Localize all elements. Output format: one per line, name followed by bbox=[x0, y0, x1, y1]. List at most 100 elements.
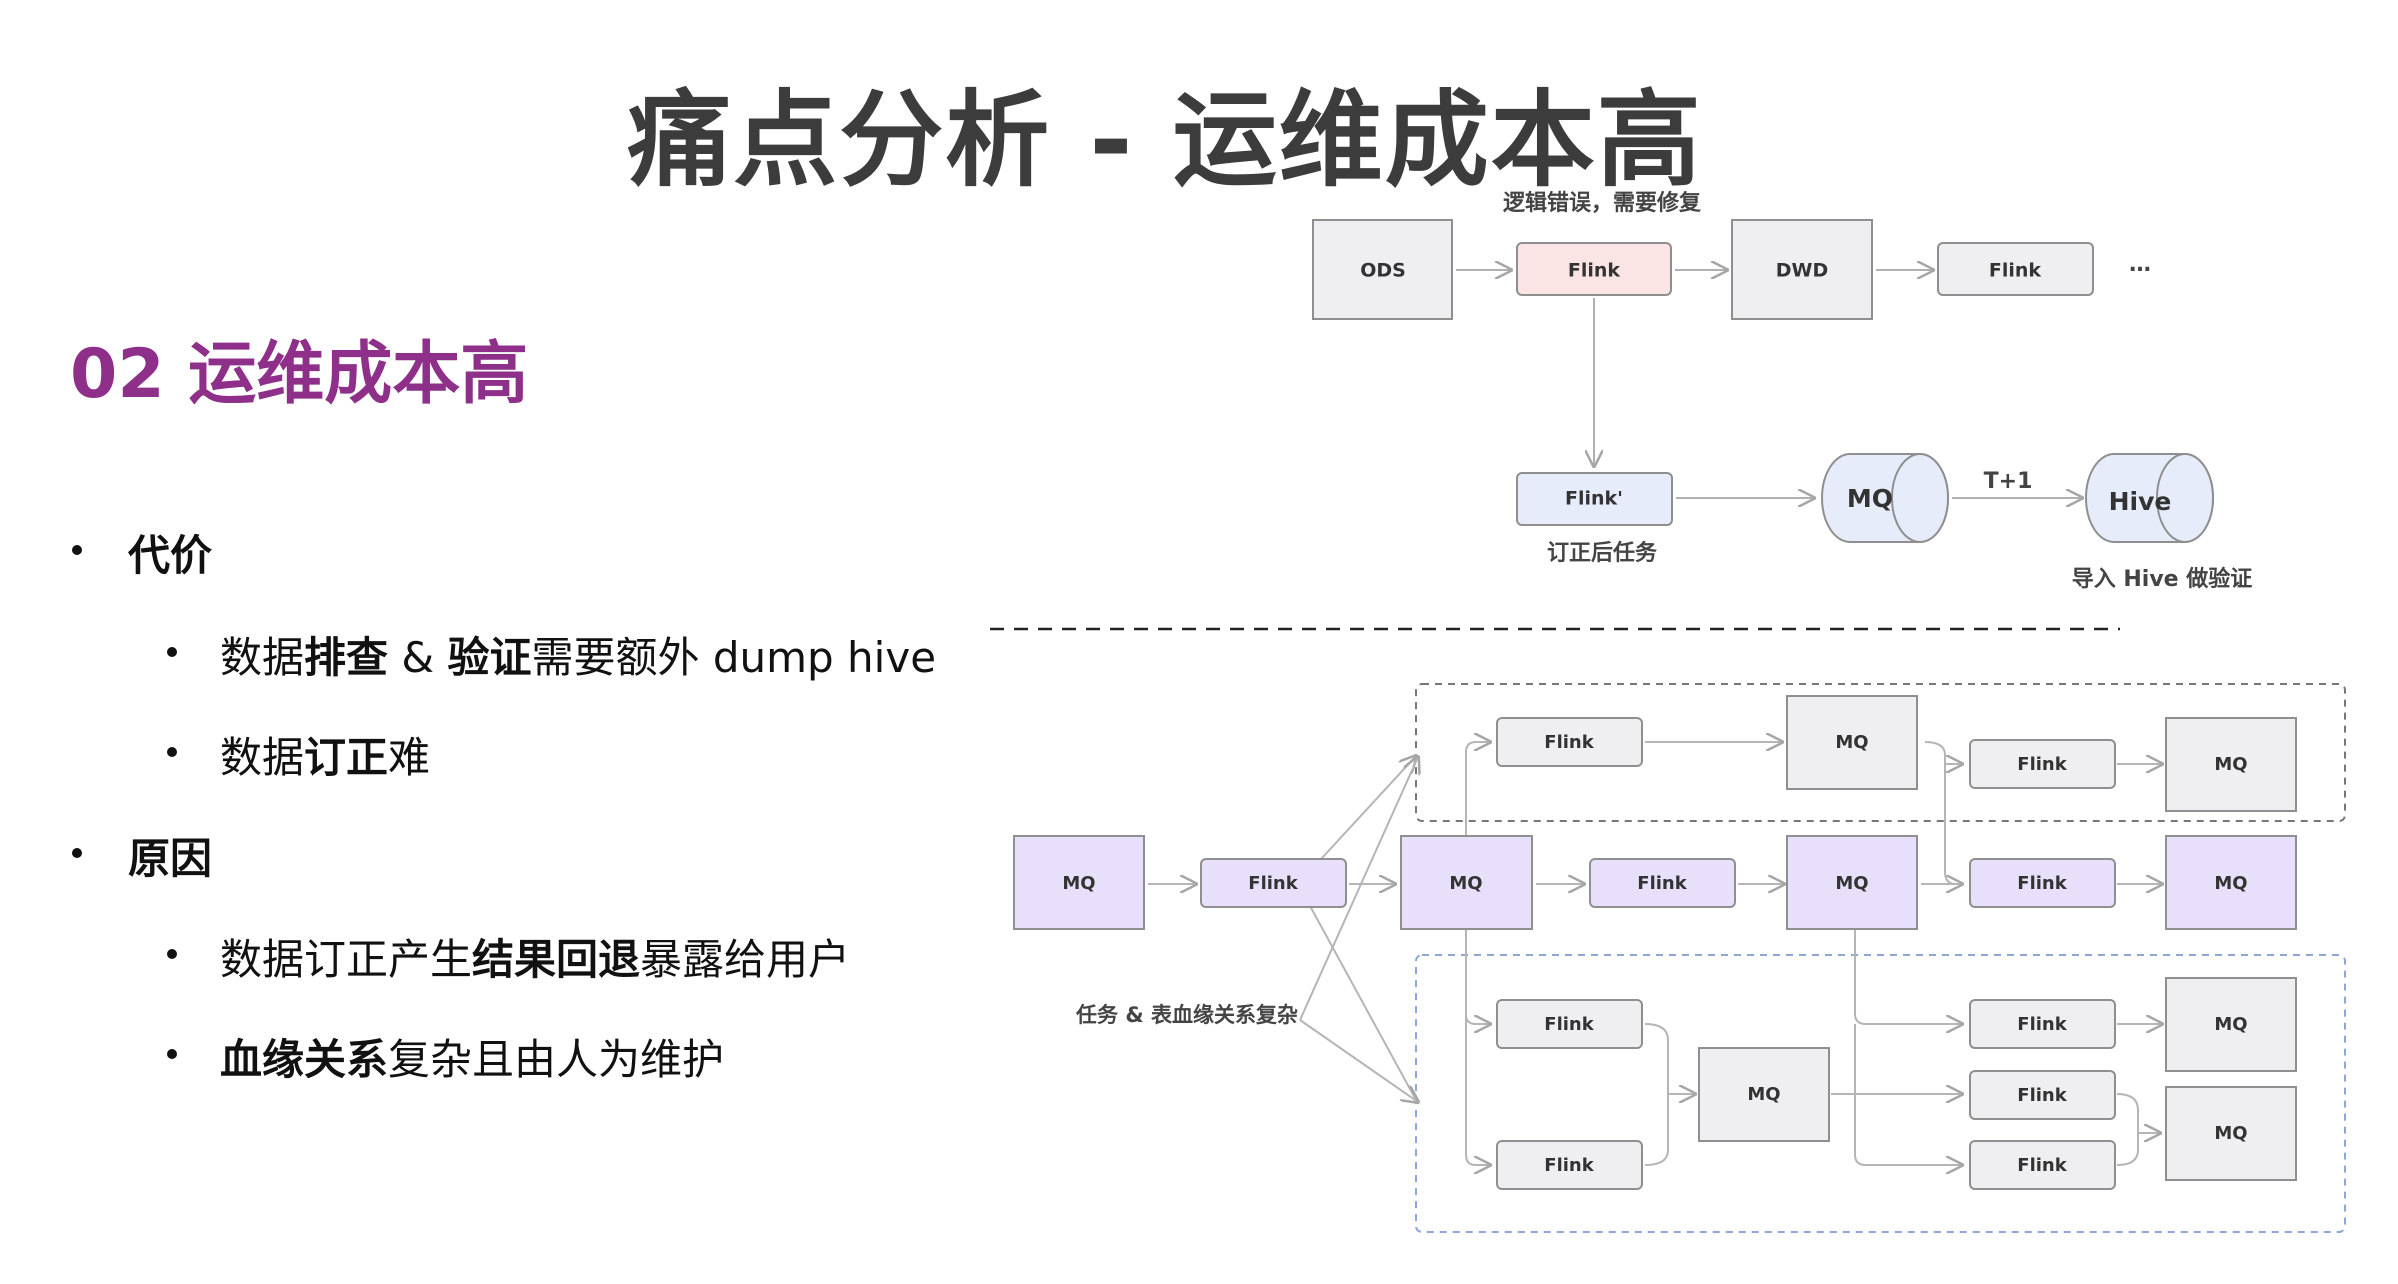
mq-cylinder bbox=[1821, 453, 1949, 543]
dwd-box bbox=[1731, 219, 1873, 320]
bullet-bold: 验证 bbox=[447, 633, 532, 682]
bullet-bold: 血缘关系 bbox=[220, 1035, 389, 1084]
bullet-cost: 代价 bbox=[72, 522, 213, 583]
flink-label: Flink bbox=[1637, 873, 1687, 894]
flink-box bbox=[1969, 999, 2116, 1049]
group-frame-bottom bbox=[1415, 954, 2346, 1233]
top-labels: ODS Flink DWD Flink Flink' MQ Hive bbox=[1360, 260, 2171, 517]
flink-label: Flink bbox=[2017, 1085, 2067, 1106]
bullet-text: & bbox=[388, 633, 448, 682]
bullet-text: 数据 bbox=[220, 633, 305, 682]
bullet-cost-2: 数据订正难 bbox=[167, 724, 431, 785]
flink-label: Flink bbox=[1544, 732, 1594, 753]
mq-label: MQ bbox=[1835, 732, 1868, 753]
ods-box bbox=[1312, 219, 1453, 320]
error-caption: 逻辑错误，需要修复 bbox=[1503, 190, 1702, 216]
bullet-text: 数据 bbox=[220, 733, 305, 782]
top-connectors bbox=[1456, 270, 2082, 498]
mq-label: MQ bbox=[2214, 873, 2247, 894]
arrow bbox=[1299, 757, 1418, 1021]
top-captions: 逻辑错误，需要修复 … 订正后任务 T+1 导入 Hive 做验证 bbox=[1503, 190, 2252, 592]
mq-label: MQ bbox=[1747, 1084, 1780, 1105]
flink-label: Flink bbox=[1544, 1014, 1594, 1035]
flink-label: Flink bbox=[1568, 260, 1621, 282]
bullet-dot bbox=[167, 1049, 177, 1059]
bullet-cost-heading: 代价 bbox=[128, 531, 213, 580]
flink-label: Flink bbox=[2017, 873, 2067, 894]
hive-cylinder bbox=[2085, 453, 2214, 543]
bullet-text: 难 bbox=[388, 733, 431, 782]
mq-box bbox=[1013, 835, 1145, 930]
mq-box bbox=[2165, 1086, 2297, 1181]
arrow bbox=[1297, 883, 1417, 1101]
bullet-bold: 订正 bbox=[304, 733, 389, 782]
section-title: 02 运维成本高 bbox=[70, 335, 529, 414]
mq-label: MQ bbox=[2214, 754, 2247, 775]
bullet-bold: 结果回退 bbox=[472, 935, 641, 984]
bullet-text: 数据订正产生 bbox=[220, 935, 473, 984]
flink-label: Flink bbox=[2017, 1014, 2067, 1035]
t-plus-1-label: T+1 bbox=[1984, 469, 2033, 494]
group-frame-top bbox=[1415, 683, 2346, 822]
arrow bbox=[1644, 1023, 1695, 1094]
mq-box bbox=[2165, 835, 2297, 930]
bottom-connectors bbox=[1148, 742, 2162, 1165]
mq-label: MQ bbox=[1835, 873, 1868, 894]
bottom-boxes bbox=[1013, 695, 2297, 1190]
bullet-text: 复杂且由人为维护 bbox=[388, 1035, 725, 1084]
flink-label: Flink bbox=[1989, 260, 2042, 282]
bullet-dot bbox=[72, 545, 82, 555]
ellipsis: … bbox=[2129, 252, 2151, 277]
bullet-reason: 原因 bbox=[72, 825, 212, 886]
bullet-dot bbox=[167, 647, 177, 657]
dwd-label: DWD bbox=[1776, 260, 1829, 282]
bullet-text: 需要额外 dump hive bbox=[531, 633, 937, 682]
flink-box bbox=[1969, 858, 2116, 908]
page-title: 痛点分析 - 运维成本高 bbox=[627, 79, 1703, 201]
bullet-bold: 排查 bbox=[304, 633, 389, 682]
flink-box bbox=[1969, 1070, 2116, 1120]
bullet-reason-2: 血缘关系复杂且由人为维护 bbox=[167, 1026, 725, 1087]
flink-box bbox=[1969, 739, 2116, 789]
arrow bbox=[2116, 1093, 2160, 1133]
flink-fixed-box bbox=[1516, 472, 1673, 526]
arrow bbox=[1465, 742, 1490, 836]
ods-label: ODS bbox=[1360, 260, 1406, 282]
mq-box bbox=[2165, 977, 2297, 1072]
mq-box bbox=[1698, 1047, 1830, 1142]
arrow bbox=[1299, 1019, 1418, 1102]
mq-label: MQ bbox=[2214, 1014, 2247, 1035]
mq-label: MQ bbox=[1062, 873, 1095, 894]
flink-box bbox=[1496, 717, 1643, 767]
bullet-cost-1: 数据排查 & 验证需要额外 dump hive bbox=[167, 624, 937, 685]
bullet-reason-1: 数据订正产生结果回退暴露给用户 bbox=[167, 926, 851, 987]
arrow bbox=[1854, 1024, 1962, 1165]
bullet-text: 暴露给用户 bbox=[640, 935, 851, 984]
flink-label: Flink bbox=[2017, 1155, 2067, 1176]
flink-box bbox=[1937, 242, 2094, 296]
bullet-dot bbox=[167, 949, 177, 959]
arrow bbox=[1465, 1015, 1490, 1165]
mq-label: MQ bbox=[1449, 873, 1482, 894]
mq-label: MQ bbox=[1847, 484, 1893, 513]
arrow bbox=[1924, 741, 1962, 764]
flink-box bbox=[1589, 858, 1736, 908]
flink-label: Flink bbox=[1544, 1155, 1594, 1176]
flink-box bbox=[1496, 999, 1643, 1049]
mq-box bbox=[1786, 695, 1918, 790]
mq-label: MQ bbox=[2214, 1123, 2247, 1144]
bottom-labels: MQ Flink MQ Flink MQ Flink MQ Flink MQ F… bbox=[1062, 732, 2247, 1176]
flink-fixed-caption: 订正后任务 bbox=[1547, 540, 1658, 566]
bullet-dot bbox=[72, 848, 82, 858]
flink-label: Flink bbox=[1248, 873, 1298, 894]
mq-box bbox=[1786, 835, 1918, 930]
arrow bbox=[1644, 1094, 1669, 1166]
flink-box-error bbox=[1516, 242, 1672, 296]
hive-label: Hive bbox=[2109, 487, 2172, 516]
mq-box bbox=[1400, 835, 1533, 930]
flink-label: Flink bbox=[2017, 754, 2067, 775]
bullet-dot bbox=[167, 747, 177, 757]
flink-box bbox=[1969, 1140, 2116, 1190]
top-diagram bbox=[1312, 219, 2094, 526]
